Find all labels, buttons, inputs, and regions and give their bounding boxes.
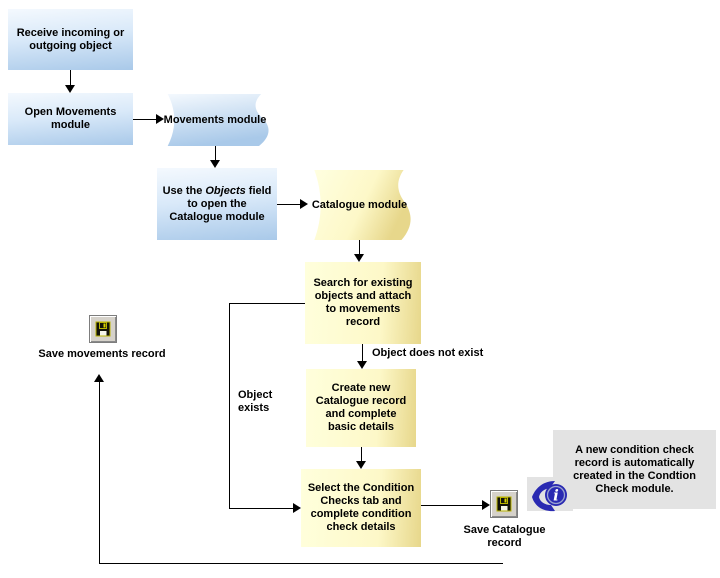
node-use-objects-field: Use the Objects field to open the Catalo… [157, 168, 277, 240]
connector-create-to-select [361, 447, 362, 461]
arrowhead-down-icon [210, 160, 220, 168]
arrowhead-right-icon [156, 114, 164, 124]
connector-receive-to-open [70, 70, 71, 86]
connector-useobjects-to-catalogue [277, 204, 300, 205]
arrowhead-right-icon [300, 199, 308, 209]
save-movements-label: Save movements record [38, 348, 166, 360]
node-receive-object: Receive incoming or outgoing object [8, 9, 133, 70]
node-create-catalogue-record: Create new Catalogue record and complete… [306, 369, 416, 447]
connector-object-exists-top [229, 303, 305, 304]
save-catalogue-label: Save Catalogue record [463, 524, 546, 549]
node-movements-module-label: Movements module [163, 113, 267, 126]
connector-select-to-save-catalogue [421, 505, 482, 506]
info-icon: i [532, 481, 567, 512]
node-select-condition-checks: Select the Condition Checks tab and comp… [301, 469, 421, 547]
arrowhead-right-icon [293, 503, 301, 513]
node-movements-module: Movements module [160, 94, 270, 146]
save-movements-button [89, 315, 117, 343]
arrowhead-down-icon [356, 461, 366, 469]
connector-movements-to-useobjects [215, 146, 216, 160]
edge-label-object-exists: Object exists [238, 389, 273, 414]
wave-shape [167, 94, 269, 146]
connector-search-to-create [362, 344, 363, 361]
node-catalogue-module: Catalogue module [307, 170, 412, 240]
connector-catalogue-to-search [359, 240, 360, 254]
floppy-disk-icon [95, 321, 111, 337]
arrowhead-up-icon [94, 374, 104, 382]
save-catalogue-button [490, 490, 518, 518]
edge-label-object-does-not-exist: Object does not exist [372, 347, 484, 359]
node-catalogue-module-label: Catalogue module [311, 198, 408, 211]
connector-object-exists-vertical [229, 303, 230, 508]
condition-check-note: A new condition check record is automati… [553, 430, 716, 509]
connector-feedback-bottom [99, 563, 503, 564]
node-search-existing-objects: Search for existing objects and attach t… [305, 262, 421, 344]
connector-feedback-vertical [99, 382, 100, 563]
wave-shape [314, 170, 411, 240]
connector-open-to-movements [133, 119, 156, 120]
floppy-disk-icon [496, 496, 512, 512]
node-open-movements-module: Open Movements module [8, 93, 133, 145]
arrowhead-down-icon [357, 361, 367, 369]
arrowhead-down-icon [354, 254, 364, 262]
connector-object-exists-bottom [229, 508, 293, 509]
arrowhead-down-icon [65, 85, 75, 93]
node-use-objects-field-label: Use the Objects field to open the Catalo… [162, 184, 272, 223]
arrowhead-right-icon [482, 500, 490, 510]
svg-text:i: i [553, 487, 559, 505]
